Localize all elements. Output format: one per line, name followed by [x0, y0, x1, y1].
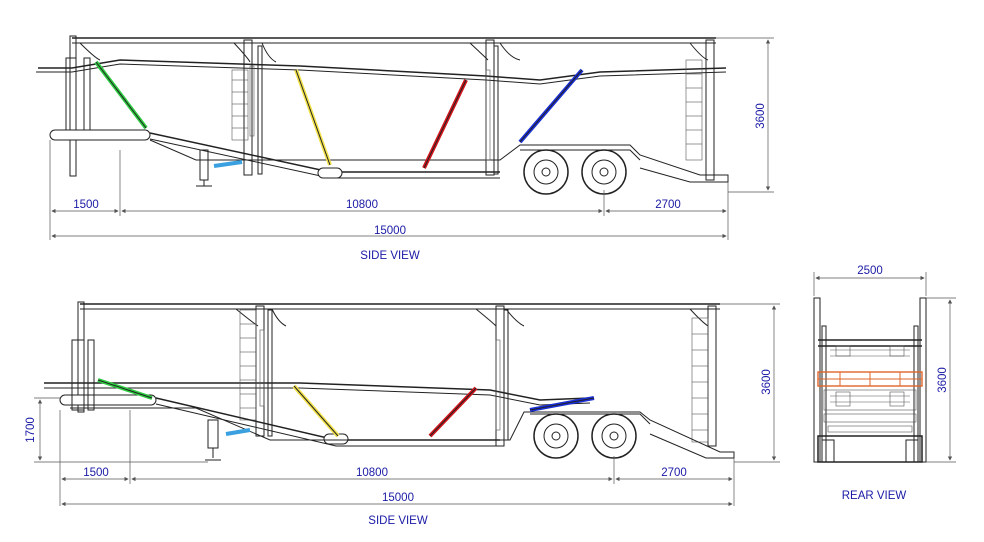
- dim-front-overhang-bottom: 1500: [83, 467, 109, 479]
- rear-view: 2500 3600 REAR VIEW: [813, 265, 956, 502]
- axle-wheels-bottom: [530, 413, 651, 459]
- dim-overall-height-bottom: 3600: [761, 369, 773, 395]
- dim-wheelbase-top: 10800: [346, 199, 378, 211]
- ram-cyan-top: [213, 160, 243, 168]
- dim-overall-length-bottom: 15000: [382, 492, 414, 504]
- trailer-frame-bottom: [44, 301, 735, 461]
- dimensions-top: [49, 37, 774, 240]
- rear-frame: [813, 297, 927, 463]
- side-view-bottom: 1500 10800 2700 15000 3600 1700 SIDE VIE…: [25, 301, 780, 527]
- dim-overall-height-rear: 3600: [937, 367, 949, 393]
- dim-rear-overhang-bottom: 2700: [661, 467, 687, 479]
- caption-side-view-top: SIDE VIEW: [360, 250, 420, 262]
- dim-rear-overhang-top: 2700: [655, 199, 681, 211]
- side-view-top: 1500 10800 2700 15000 3600 SIDE VIEW: [36, 35, 774, 262]
- dim-overall-width-rear: 2500: [857, 265, 883, 277]
- dimensions-rear: [813, 272, 956, 463]
- dim-overall-length-top: 15000: [374, 225, 406, 237]
- rear-deck-orange: [817, 371, 923, 387]
- dimensions-bottom: [34, 303, 780, 507]
- caption-rear-view: REAR VIEW: [842, 490, 907, 502]
- ram-cyan-bottom: [225, 428, 251, 436]
- trailer-frame-top: [36, 35, 729, 195]
- dim-wheelbase-bottom: 10800: [356, 467, 388, 479]
- dim-front-overhang-top: 1500: [73, 199, 99, 211]
- dim-kingpin-height-bottom: 1700: [25, 417, 37, 443]
- dim-overall-height-top: 3600: [755, 103, 767, 129]
- axle-wheels-top: [520, 149, 641, 195]
- caption-side-view-bottom: SIDE VIEW: [368, 515, 428, 527]
